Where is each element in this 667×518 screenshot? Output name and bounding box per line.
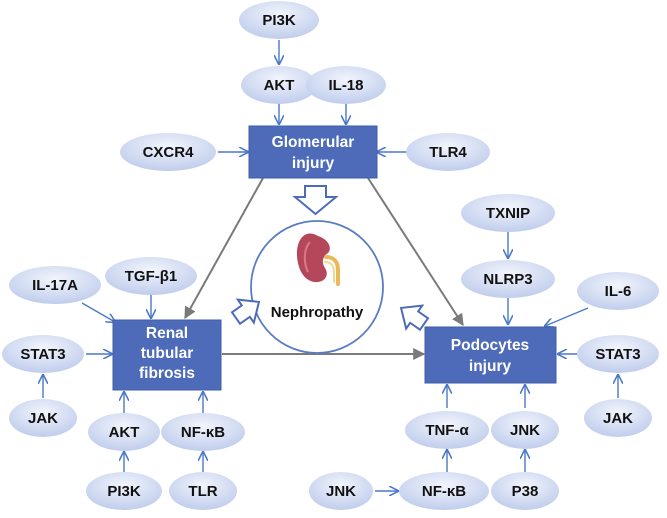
block-arrow-down <box>292 185 339 216</box>
factor-ovals: PI3K AKT IL-18 CXCR4 TLR4 TXNIP NLRP3 IL… <box>2 1 659 510</box>
podocytes-box-line-2: injury <box>469 358 512 375</box>
renal-tubular-fibrosis-box: Renal tubular fibrosis <box>112 319 222 391</box>
node-akt-top: AKT <box>241 66 317 104</box>
glomerular-injury-box: Glomerular injury <box>248 125 378 179</box>
node-jnk-right: JNK <box>491 411 559 449</box>
node-akt-bottom: AKT <box>88 413 160 451</box>
node-jnk-bottom-label: JNK <box>326 483 356 500</box>
block-arrow-from-podocytes <box>399 304 430 332</box>
node-tlr4: TLR4 <box>406 133 490 171</box>
node-txnip: TXNIP <box>461 194 555 232</box>
node-tlr: TLR <box>169 472 237 510</box>
node-jak-right-label: JAK <box>603 410 633 427</box>
node-nfkb-left: NF-κB <box>161 413 245 451</box>
injury-links <box>184 177 464 360</box>
node-jnk-bottom: JNK <box>309 472 373 510</box>
node-jak-right: JAK <box>584 399 652 437</box>
node-pi3k-top-label: PI3K <box>262 12 296 29</box>
node-p38-label: P38 <box>512 483 539 500</box>
arrow-il6-podocytes <box>545 307 589 326</box>
node-stat3-left-label: STAT3 <box>20 346 65 363</box>
node-tnfa: TNF-α <box>405 411 489 449</box>
arrow-glomerular-renal <box>184 177 264 320</box>
node-jak-left: JAK <box>9 399 77 437</box>
arrow-il17a-renal <box>81 302 115 322</box>
node-nfkb-left-label: NF-κB <box>181 424 225 441</box>
node-il6: IL-6 <box>577 272 659 310</box>
block-arrow-from-renal <box>230 298 261 326</box>
node-jak-left-label: JAK <box>28 410 58 427</box>
node-cxcr4: CXCR4 <box>120 133 216 171</box>
nephropathy-label: Nephropathy <box>271 304 364 321</box>
glomerular-box-line-2: injury <box>292 155 335 172</box>
node-nlrp3-label: NLRP3 <box>483 271 532 288</box>
node-cxcr4-label: CXCR4 <box>143 144 195 161</box>
node-tgfb1: TGF-β1 <box>105 257 197 295</box>
node-il18: IL-18 <box>306 66 386 104</box>
node-il17a: IL-17A <box>9 266 101 304</box>
node-tlr4-label: TLR4 <box>429 144 467 161</box>
renal-box-line-3: fibrosis <box>139 365 195 382</box>
renal-box-line-1: Renal <box>146 325 188 342</box>
block-arrows <box>230 185 430 332</box>
node-pi3k-bottom-label: PI3K <box>107 483 141 500</box>
node-il17a-label: IL-17A <box>32 277 78 294</box>
node-stat3-right: STAT3 <box>577 335 659 373</box>
kidney-icon <box>296 233 340 286</box>
glomerular-box-line-1: Glomerular <box>272 134 355 151</box>
arrow-glomerular-podocytes <box>367 177 464 327</box>
node-nlrp3: NLRP3 <box>461 260 555 298</box>
node-pi3k-bottom: PI3K <box>86 472 162 510</box>
node-nfkb-bottom-right-label: NF-κB <box>422 483 466 500</box>
node-akt-top-label: AKT <box>264 77 295 94</box>
node-akt-bottom-label: AKT <box>109 424 140 441</box>
node-jnk-right-label: JNK <box>510 422 540 439</box>
node-il6-label: IL-6 <box>605 283 632 300</box>
node-p38: P38 <box>491 472 559 510</box>
node-tlr-label: TLR <box>188 483 217 500</box>
renal-box-line-2: tubular <box>141 345 194 362</box>
node-pi3k-top: PI3K <box>239 1 319 39</box>
center-circle <box>250 220 384 354</box>
node-tnfa-label: TNF-α <box>425 422 469 439</box>
node-tgfb1-label: TGF-β1 <box>125 268 178 285</box>
signal-arrows <box>43 40 618 491</box>
podocytes-box-line-1: Podocytes <box>451 337 529 354</box>
node-stat3-left: STAT3 <box>2 335 84 373</box>
node-txnip-label: TXNIP <box>486 205 530 222</box>
node-stat3-right-label: STAT3 <box>595 346 640 363</box>
node-nfkb-bottom-right: NF-κB <box>399 472 489 510</box>
node-il18-label: IL-18 <box>328 77 363 94</box>
nephropathy-center: Nephropathy <box>250 220 384 354</box>
podocytes-injury-box: Podocytes injury <box>424 326 557 384</box>
